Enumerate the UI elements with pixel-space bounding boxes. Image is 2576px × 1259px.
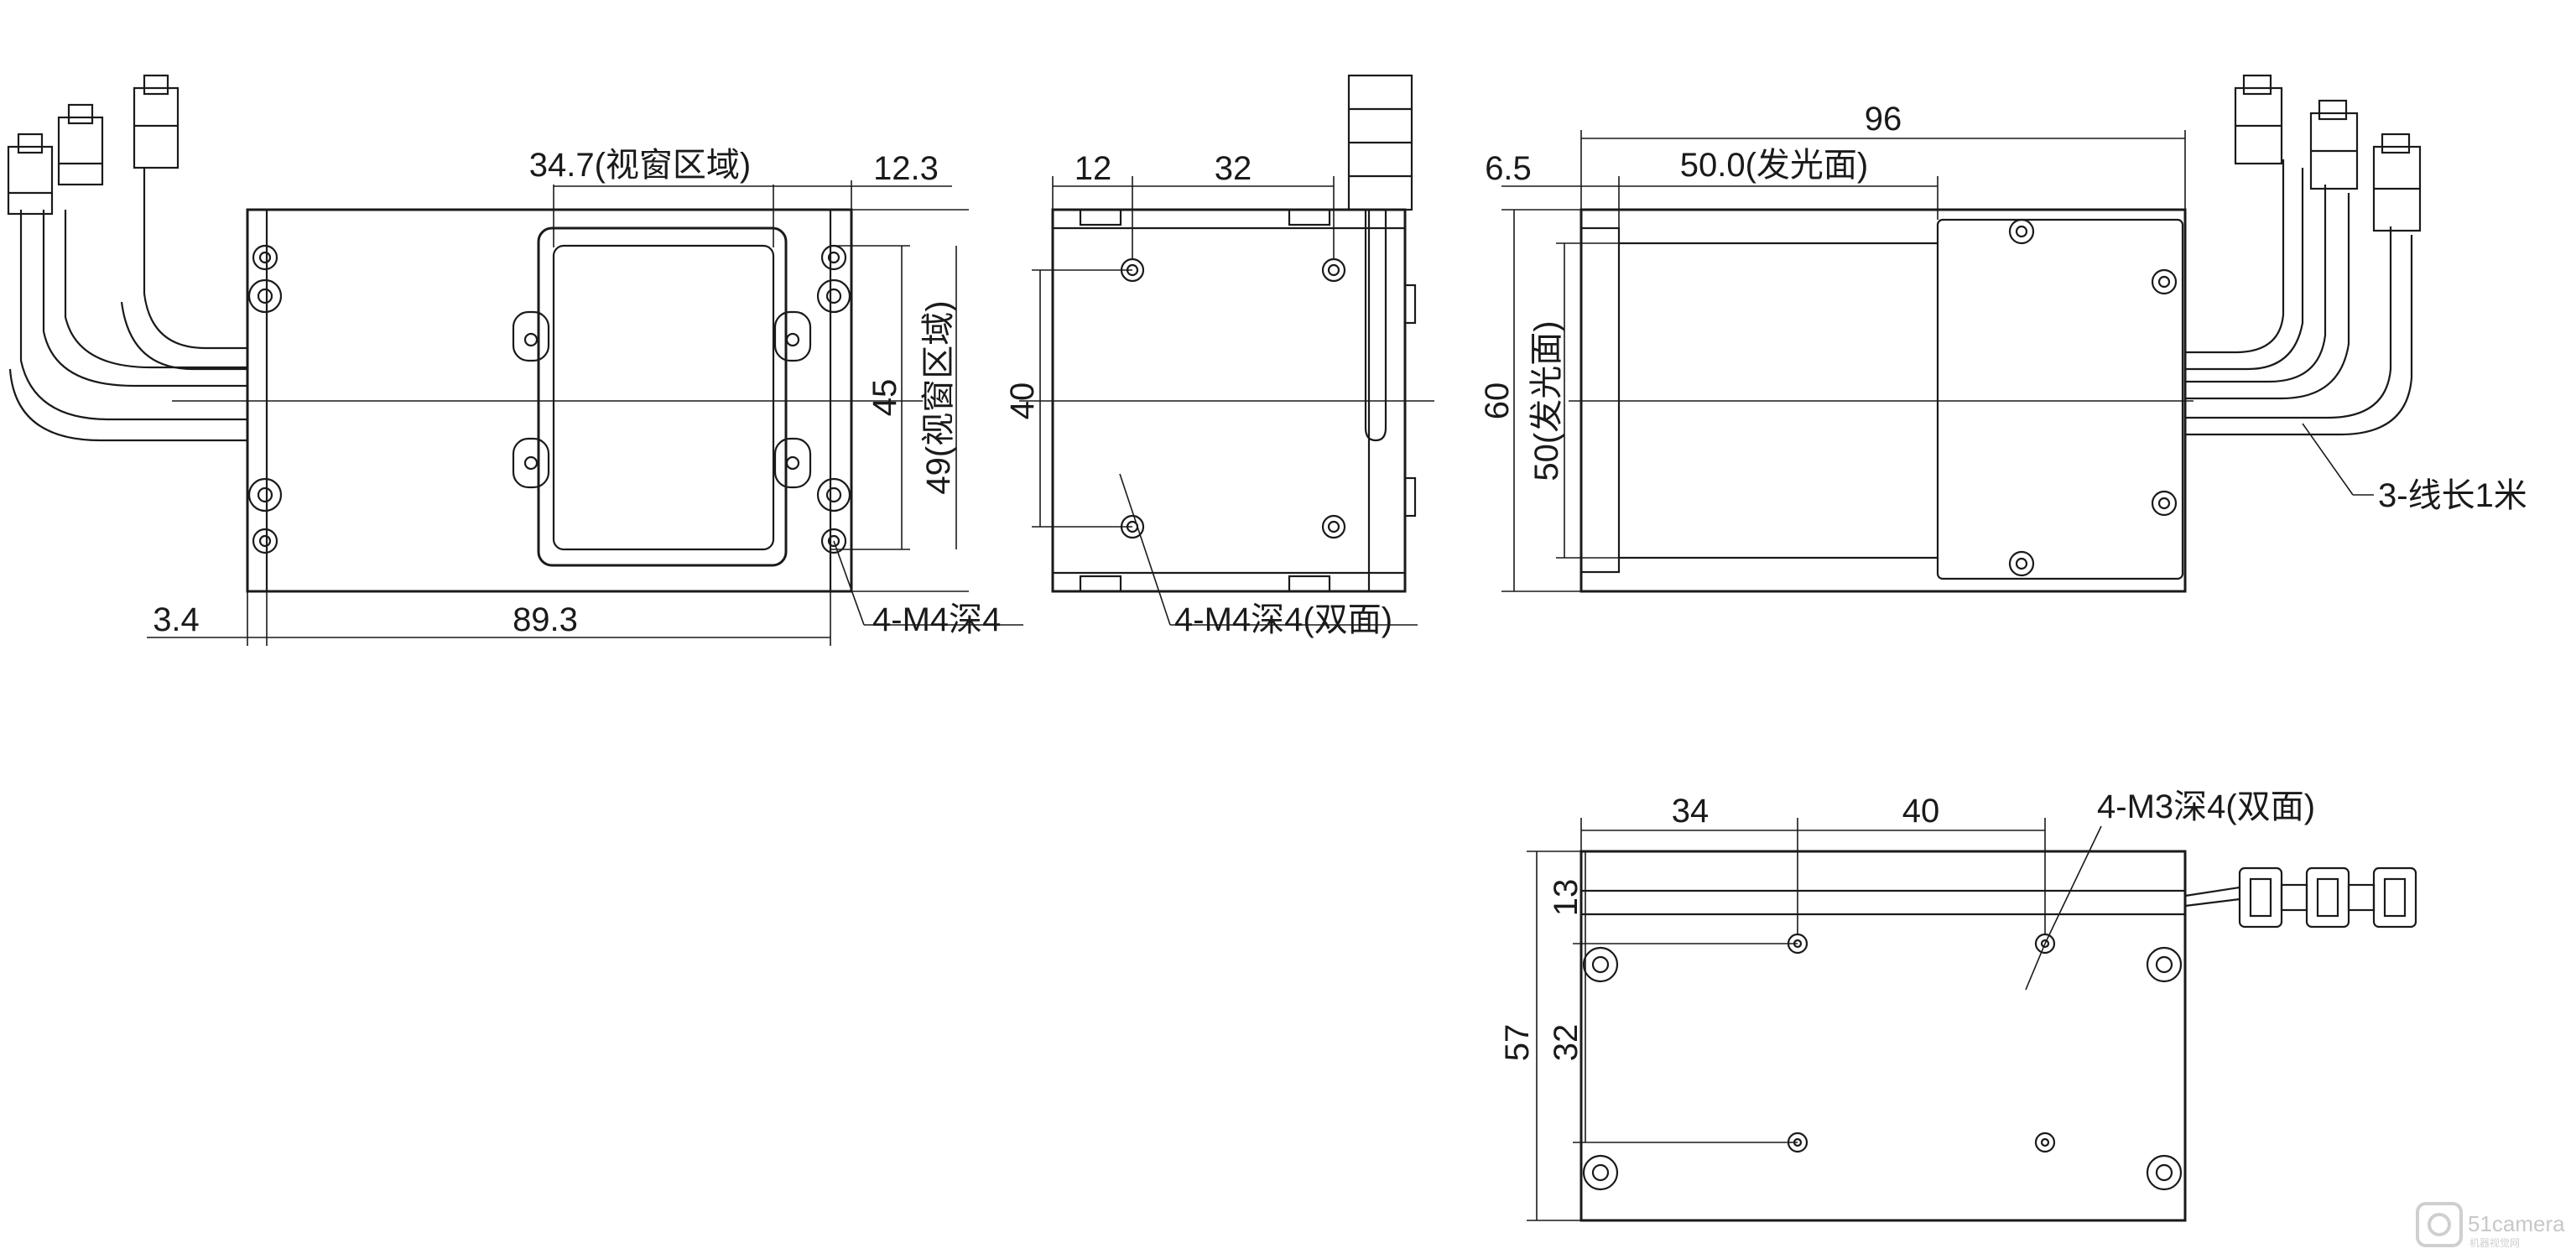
bottom-view: 34 40 4-M3深4(双面) 13 32 57 xyxy=(1499,788,2417,1222)
dim-bottom-total-height: 57 xyxy=(1499,1024,1536,1062)
dim-bottom-spacing-a: 34 xyxy=(1672,793,1710,830)
bottom-view-cable xyxy=(2184,866,2417,929)
side-view: 12 32 40 4-M4深4(双面) xyxy=(1004,74,1434,638)
dim-left-offset: 3.4 xyxy=(153,601,200,638)
dim-right-offset: 12.3 xyxy=(873,150,939,187)
dim-total-height: 60 xyxy=(1479,382,1516,420)
dim-total-length: 96 xyxy=(1865,101,1902,138)
front-view: 34.7(视窗区域) 12.3 45 49(视窗区域) 3.4 89.3 4-M… xyxy=(7,74,1023,646)
top-view: 96 6.5 50.0(发光面) 60 50(发光面) 3-线长1米 xyxy=(1479,74,2527,593)
side-view-dimensions xyxy=(1032,176,1418,626)
note-cable-length: 3-线长1米 xyxy=(2378,477,2527,514)
dim-emit-width: 50.0(发光面) xyxy=(1680,147,1869,184)
dim-side-left-offset: 12 xyxy=(1075,150,1112,187)
dim-bottom-hole-spacing-y: 32 xyxy=(1548,1024,1585,1062)
dim-window-height-value: 45 xyxy=(866,379,903,417)
dim-window-width: 34.7(视窗区域) xyxy=(529,147,752,184)
note-front-holes: 4-M4深4 xyxy=(872,601,1001,638)
dim-edge-offset: 6.5 xyxy=(1485,150,1532,187)
dim-bottom-offset-top: 13 xyxy=(1548,879,1585,917)
dim-bottom-spacing-b: 40 xyxy=(1902,793,1940,830)
dim-side-hole-spacing-x: 32 xyxy=(1215,150,1252,187)
front-view-dimensions xyxy=(147,180,1023,646)
watermark-logo: 51camera 机器视觉网 xyxy=(2416,1202,2565,1249)
bottom-view-dimensions xyxy=(1527,818,2102,1221)
note-side-holes: 4-M4深4(双面) xyxy=(1174,601,1392,638)
dim-hole-spacing: 89.3 xyxy=(513,601,578,638)
dim-side-hole-spacing-y: 40 xyxy=(1004,382,1041,420)
mounting-lugs xyxy=(247,244,851,554)
top-view-cables xyxy=(2185,74,2422,436)
watermark-tagline: 机器视觉网 xyxy=(2469,1236,2520,1249)
top-view-dimensions xyxy=(1501,130,2374,592)
watermark-brand: 51camera xyxy=(2468,1211,2565,1236)
note-bottom-holes: 4-M3深4(双面) xyxy=(2097,788,2315,825)
dim-emit-height: 50(发光面) xyxy=(1528,320,1565,481)
dim-window-height-label: 49(视窗区域) xyxy=(920,300,957,494)
front-view-cables xyxy=(7,74,247,442)
